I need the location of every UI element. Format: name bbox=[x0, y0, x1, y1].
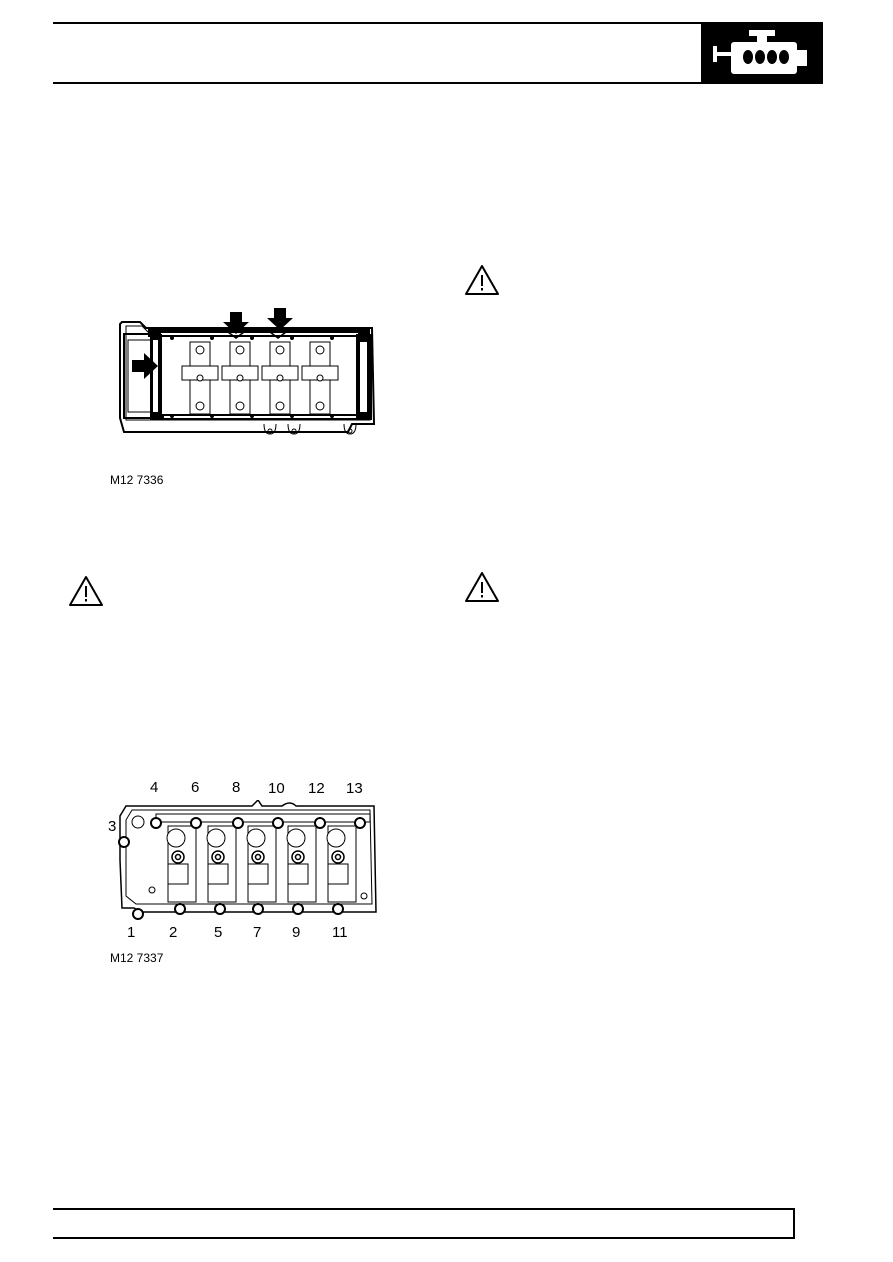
header-top-rule bbox=[53, 22, 823, 24]
figure-bolt-sequence bbox=[118, 800, 377, 920]
sealant-arrow-down bbox=[223, 312, 249, 334]
bolt-number-label: 13 bbox=[346, 780, 363, 797]
bolt-number-label: 10 bbox=[268, 780, 285, 797]
header-bottom-rule bbox=[53, 82, 701, 84]
figure-label: M12 7336 bbox=[110, 473, 164, 487]
bolt-number-label: 2 bbox=[169, 924, 178, 941]
warning-triangle-icon bbox=[69, 576, 103, 606]
footer-bottom-rule bbox=[53, 1237, 795, 1239]
bolt-number-label: 8 bbox=[232, 779, 241, 796]
bolt-number-label: 12 bbox=[308, 780, 325, 797]
warning-triangle-icon bbox=[465, 572, 499, 602]
footer-right-rule bbox=[793, 1208, 795, 1239]
bolt-number-label: 7 bbox=[253, 924, 262, 941]
figure-cam-carrier-sealant bbox=[119, 308, 376, 435]
bolt-number-label: 5 bbox=[214, 924, 223, 941]
footer-top-rule bbox=[53, 1208, 795, 1210]
bolt-number-label: 4 bbox=[150, 779, 159, 796]
bolt-number-label: 6 bbox=[191, 779, 200, 796]
section-badge bbox=[701, 22, 823, 84]
bolt-number-label: 9 bbox=[292, 924, 301, 941]
warning-triangle-icon bbox=[465, 265, 499, 295]
figure-label: M12 7337 bbox=[110, 951, 164, 965]
sealant-arrow-down bbox=[267, 308, 293, 330]
bolt-number-label: 3 bbox=[108, 818, 117, 835]
bolt-number-label: 11 bbox=[332, 924, 348, 941]
bolt-number-label: 1 bbox=[127, 924, 136, 941]
sealant-arrow-right bbox=[132, 353, 158, 379]
engine-icon bbox=[713, 30, 807, 74]
